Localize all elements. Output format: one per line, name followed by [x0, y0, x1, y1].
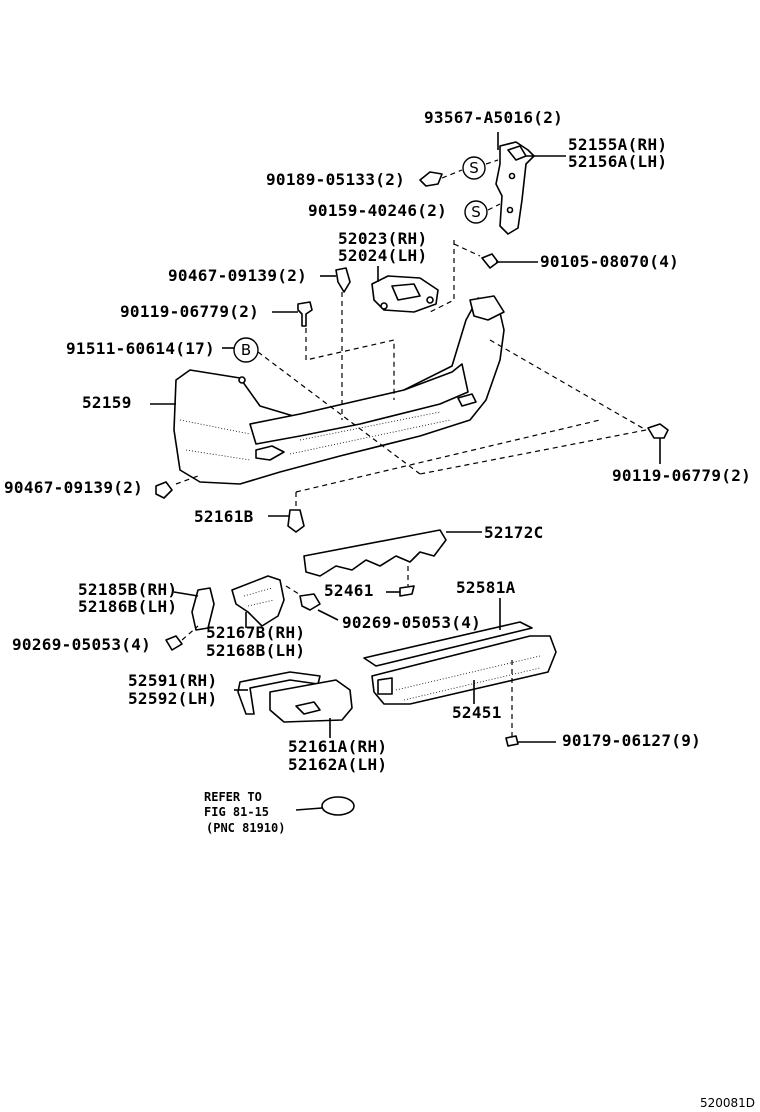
label-52161a: 52161A(RH): [288, 737, 387, 756]
pad-52461: [399, 585, 415, 597]
label-52451: 52451: [452, 703, 502, 722]
label-52162a: 52162A(LH): [288, 755, 387, 774]
leader-refer: [295, 807, 323, 811]
extension-52161a: [269, 679, 353, 723]
marker-s-text-1: S: [469, 159, 479, 177]
screw-90119-top: [297, 301, 313, 327]
label-90467b: 90467-09139(2): [4, 478, 143, 497]
leader-52185b: [173, 591, 199, 597]
screw-90119-right: [647, 423, 669, 439]
screw-90269-left: [165, 635, 183, 651]
label-52186b: 52186B(LH): [78, 597, 177, 616]
label-52024: 52024(LH): [338, 246, 427, 265]
cover-81910: [321, 796, 355, 816]
side-bracket-52155a: [495, 141, 535, 235]
diagram-id: 520081D: [700, 1096, 755, 1110]
clip-90467-top: [335, 267, 351, 293]
label-52167b: 52167B(RH): [206, 623, 305, 642]
clip-90467-left: [155, 481, 173, 499]
molding-52581a: [363, 621, 533, 667]
label-90179: 90179-06127(9): [562, 731, 701, 750]
dash-s-1: [485, 159, 499, 165]
label-52172c: 52172C: [484, 523, 544, 542]
marker-s-2: S: [464, 200, 488, 224]
assembly-dashed-lines: [175, 240, 647, 506]
label-90159: 90159-40246(2): [308, 201, 447, 220]
bumper-cover-52159: [173, 295, 505, 485]
marker-s-text-2: S: [471, 203, 481, 221]
bolt-90105: [481, 253, 538, 269]
retainer-52172c: [303, 529, 447, 577]
reinforcement-52451: [371, 635, 557, 705]
seal-52591: [237, 671, 321, 715]
label-52155a: 52155A(RH): [568, 135, 667, 154]
refer-line-3: (PNC 81910): [206, 821, 285, 835]
label-90105: 90105-08070(4): [540, 252, 679, 271]
refer-line-2: FIG 81-15: [204, 805, 269, 819]
label-52156a: 52156A(LH): [568, 152, 667, 171]
label-52168b: 52168B(LH): [206, 641, 305, 660]
label-52461: 52461: [324, 581, 374, 600]
label-52159: 52159: [82, 393, 132, 412]
screw-90269-right: [299, 593, 321, 611]
retainer-52185b: [191, 587, 215, 631]
dash-90269a: [181, 625, 199, 641]
dash-90269b: [285, 585, 303, 597]
label-52592: 52592(LH): [128, 689, 217, 708]
label-90269a: 90269-05053(4): [12, 635, 151, 654]
label-90189: 90189-05133(2): [266, 170, 405, 189]
leader-90269b: [317, 609, 339, 621]
label-52161b: 52161B: [194, 507, 254, 526]
nut-90179: [505, 735, 519, 747]
dash-s-2: [487, 203, 501, 211]
label-90269b: 90269-05053(4): [342, 613, 481, 632]
marker-b: B: [233, 337, 259, 363]
label-52023: 52023(RH): [338, 229, 427, 248]
label-93567: 93567-A5016(2): [424, 108, 563, 127]
marker-b-text: B: [241, 341, 251, 359]
refer-line-1: REFER TO: [204, 790, 262, 804]
label-52591: 52591(RH): [128, 671, 217, 690]
label-91511: 91511-60614(17): [66, 339, 215, 358]
label-90119b: 90119-06779(2): [612, 466, 751, 485]
dash-90189: [441, 169, 463, 179]
label-90467a: 90467-09139(2): [168, 266, 307, 285]
clip-90189: [419, 171, 443, 187]
label-52581a: 52581A: [456, 578, 516, 597]
marker-s-1: S: [462, 156, 486, 180]
clip-52161b: [287, 509, 305, 533]
label-52185b: 52185B(RH): [78, 580, 177, 599]
bracket-52167b: [231, 575, 285, 627]
dash-90105: [453, 243, 481, 257]
label-90119a: 90119-06779(2): [120, 302, 259, 321]
inner-bracket-52023: [371, 275, 439, 313]
